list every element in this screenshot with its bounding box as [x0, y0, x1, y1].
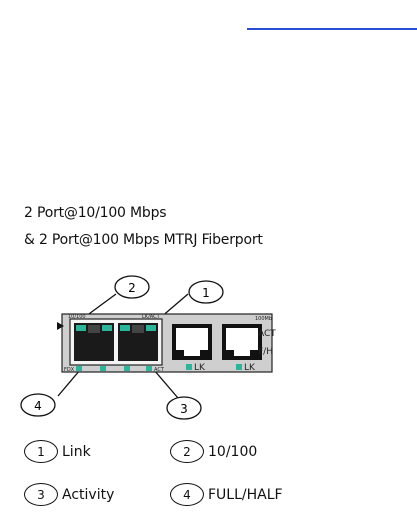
callout-bubble-2: [114, 275, 150, 299]
led-fdx-1: [76, 366, 82, 371]
caption-line-2: & 2 Port@100 Mbps MTRJ Fiberport: [24, 232, 263, 248]
label-act-right: ACT: [258, 329, 276, 339]
callout-bubble-4: [20, 393, 56, 417]
legend-item-full-half: 4 FULL/HALF: [170, 483, 283, 506]
callout-bubble-1: [188, 280, 224, 304]
label-act-bottom: ACT: [154, 367, 165, 373]
led-fdx-2: [100, 366, 106, 371]
port2-tab: [132, 325, 144, 333]
callout-line-3: [153, 369, 179, 399]
fiber-port-1-socket: [176, 328, 208, 356]
legend-label-link: Link: [62, 443, 91, 460]
callout-num-4: 4: [34, 399, 42, 413]
led-act-2: [146, 366, 152, 371]
port-panel-diagram: 10/100 LK/ACT 100Mb ACT F/H LK LK FDX AC…: [20, 275, 276, 420]
led-lk-fiber-2: [236, 364, 242, 370]
led-port2-right: [146, 325, 156, 331]
panel-left-marker: [57, 322, 64, 330]
legend-item-link: 1 Link: [24, 440, 91, 463]
callout-num-3: 3: [180, 402, 188, 416]
legend-num-4: 4: [170, 483, 204, 506]
port1-tab: [88, 325, 100, 333]
led-port2-left: [120, 325, 130, 331]
legend-label-activity: Activity: [62, 486, 115, 503]
led-port1-right: [102, 325, 112, 331]
label-fdx: FDX: [64, 367, 75, 373]
legend-item-activity: 3 Activity: [24, 483, 114, 506]
label-lk-1: LK: [194, 363, 206, 373]
led-act-1: [124, 366, 130, 371]
label-100mb: 100Mb: [255, 316, 272, 322]
caption-line-1: 2 Port@10/100 Mbps: [24, 205, 167, 221]
callout-num-2: 2: [128, 281, 136, 295]
top-link-underline[interactable]: [247, 28, 417, 30]
callout-num-1: 1: [202, 286, 210, 300]
legend-num-3: 3: [24, 483, 58, 506]
legend-num-1: 1: [24, 440, 58, 463]
legend-label-10-100: 10/100: [208, 443, 258, 460]
callout-line-4: [57, 369, 81, 397]
label-10-100: 10/100: [68, 314, 86, 320]
led-port1-left: [76, 325, 86, 331]
callout-bubble-3: [166, 396, 202, 420]
fiber-port-2-socket: [226, 328, 258, 356]
label-lk-act: LK/ACT: [142, 314, 161, 320]
led-lk-fiber-1: [186, 364, 192, 370]
legend-num-2: 2: [170, 440, 204, 463]
legend-item-10-100: 2 10/100: [170, 440, 257, 463]
label-lk-2: LK: [244, 363, 256, 373]
legend-label-full-half: FULL/HALF: [208, 486, 283, 503]
label-fh: F/H: [258, 347, 273, 357]
